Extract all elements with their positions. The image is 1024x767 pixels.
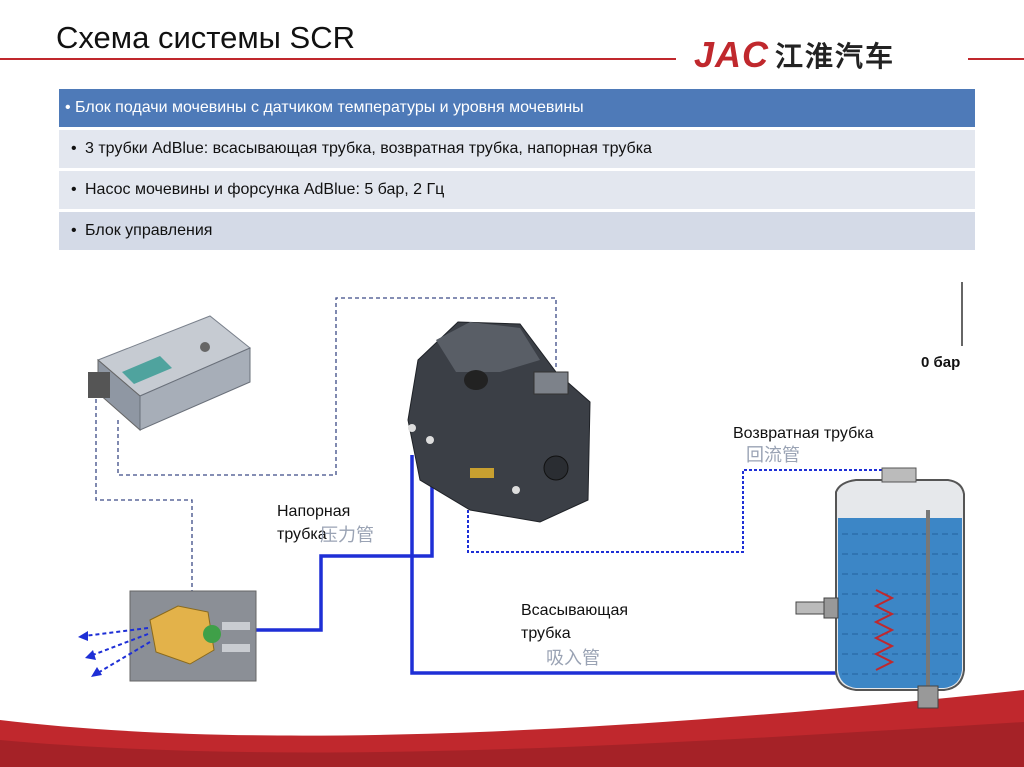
title-divider-left bbox=[0, 58, 676, 60]
pump-module-image bbox=[407, 321, 591, 523]
pressure-line-label-1: Напорная bbox=[277, 503, 351, 520]
injector-wiring bbox=[95, 392, 193, 595]
suction-line-chinese: 吸入管 bbox=[546, 648, 600, 669]
title-divider-right bbox=[968, 58, 1024, 60]
return-line-label: Возвратная трубка bbox=[733, 425, 874, 442]
info-panel: • Блок подачи мочевины с датчиком темпер… bbox=[59, 89, 975, 253]
urea-tank-image bbox=[795, 467, 965, 709]
logo-chinese: 江淮汽车 bbox=[775, 40, 896, 73]
panel-item-label: Насос мочевины и форсунка AdBlue: 5 бар,… bbox=[85, 181, 445, 198]
bullet-icon: • bbox=[71, 140, 77, 157]
pressure-line-chinese: 压力管 bbox=[320, 525, 374, 546]
bullet-icon: • bbox=[71, 222, 77, 239]
pressure-line-label-2: трубка bbox=[277, 526, 327, 543]
suction-line-label-2: трубка bbox=[521, 625, 571, 642]
panel-item-label: Блок управления bbox=[85, 222, 213, 239]
pressure-line bbox=[250, 448, 434, 632]
injector-image bbox=[129, 590, 257, 682]
panel-item-label: 3 трубки AdBlue: всасывающая трубка, воз… bbox=[85, 140, 652, 157]
slide-title: Схема системы SCR bbox=[56, 20, 356, 55]
spray-arrows-icon bbox=[78, 627, 151, 677]
logo-brand: JAC bbox=[694, 34, 770, 75]
jac-logo: JAC 江淮汽车 bbox=[694, 34, 896, 75]
panel-item-label: Блок подачи мочевины с датчиком температ… bbox=[75, 99, 584, 116]
panel-item-header: • Блок подачи мочевины с датчиком темпер… bbox=[59, 89, 975, 127]
heater-coil-icon bbox=[873, 589, 895, 671]
bullet-icon: • bbox=[65, 99, 71, 116]
panel-item-control-unit: • Блок управления bbox=[59, 212, 975, 250]
control-wiring bbox=[117, 297, 557, 476]
return-line-chinese: 回流管 bbox=[746, 445, 800, 466]
pressure-reading: 0 бар bbox=[921, 354, 961, 371]
panel-item-tubes: • 3 трубки AdBlue: всасывающая трубка, в… bbox=[59, 130, 975, 168]
control-unit-image bbox=[88, 315, 251, 432]
suction-line-label-1: Всасывающая bbox=[521, 602, 629, 619]
panel-item-pump: • Насос мочевины и форсунка AdBlue: 5 ба… bbox=[59, 171, 975, 209]
bullet-icon: • bbox=[71, 181, 77, 198]
